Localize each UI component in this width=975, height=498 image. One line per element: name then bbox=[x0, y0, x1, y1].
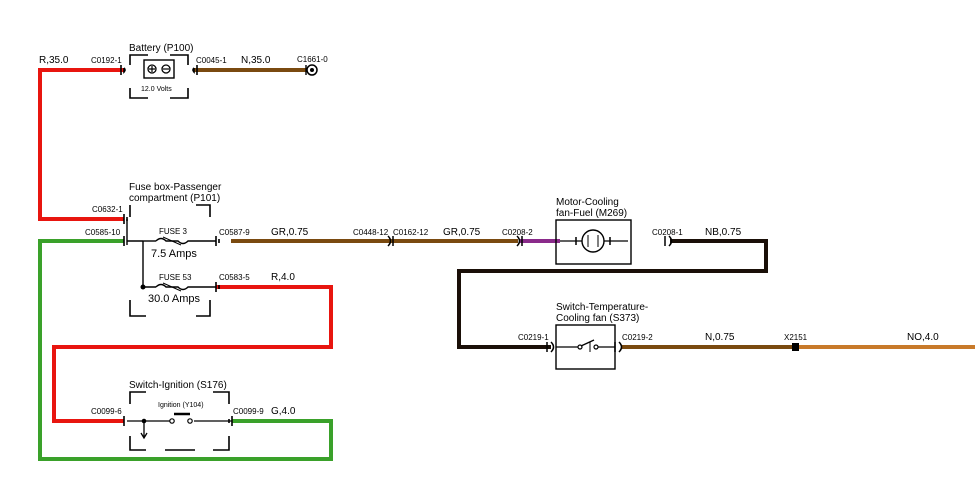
ignition-contact-icon bbox=[169, 418, 175, 424]
motor-title-line1: Motor-Cooling bbox=[556, 197, 619, 208]
label-c0192: C0192-1 bbox=[91, 56, 122, 65]
label-c0583: C0583-5 bbox=[219, 273, 250, 282]
c0099-9-connector bbox=[228, 416, 233, 426]
ignswitch-bracket-top bbox=[129, 391, 230, 404]
c0587-connector bbox=[215, 236, 220, 246]
switch-contact-icon bbox=[577, 344, 583, 350]
ground-arrow-icon bbox=[140, 421, 148, 440]
label-c0219-2: C0219-2 bbox=[622, 333, 653, 342]
tempswitch-title-line2: Cooling fan (S373) bbox=[556, 313, 639, 324]
c0192-connector bbox=[120, 65, 126, 75]
plus-icon bbox=[149, 66, 155, 72]
label-c0208-1: C0208-1 bbox=[652, 228, 683, 237]
label-c0099-6: C0099-6 bbox=[91, 407, 122, 416]
battery-bracket-bottom bbox=[129, 88, 189, 99]
label-c0632: C0632-1 bbox=[92, 205, 123, 214]
battery-minus-terminal bbox=[161, 64, 171, 74]
label-n075: N,0.75 bbox=[705, 332, 735, 343]
c0583-connector bbox=[215, 282, 220, 292]
battery-plus-terminal bbox=[147, 64, 157, 74]
ground-icon bbox=[306, 64, 318, 76]
wire-r35 bbox=[38, 68, 124, 221]
motor-title-line2: fan-Fuel (M269) bbox=[556, 208, 627, 219]
wire-nb075 bbox=[457, 239, 768, 349]
fuse3-name: FUSE 3 bbox=[159, 227, 188, 236]
label-n35: N,35.0 bbox=[241, 55, 271, 66]
tempswitch-title-line1: Switch-Temperature- bbox=[556, 302, 648, 313]
fusebox-title-line1: Fuse box-Passenger bbox=[129, 182, 222, 193]
label-c0219-1: C0219-1 bbox=[518, 333, 549, 342]
label-nb075: NB,0.75 bbox=[705, 227, 742, 238]
label-c0099-9: C0099-9 bbox=[233, 407, 264, 416]
ignswitch-inner-label: Ignition (Y104) bbox=[158, 402, 204, 409]
label-g40: G,4.0 bbox=[271, 406, 296, 417]
label-gr075-b: GR,0.75 bbox=[443, 227, 481, 238]
label-r40: R,4.0 bbox=[271, 272, 295, 283]
battery-symbol bbox=[143, 59, 175, 79]
wire-g40 bbox=[38, 239, 333, 461]
label-r35: R,35.0 bbox=[39, 55, 69, 66]
fuse3-symbol bbox=[155, 237, 216, 245]
fuse3-rating: 7.5 Amps bbox=[151, 248, 197, 260]
battery-rating: 12.0 Volts bbox=[141, 86, 172, 93]
label-c0208-2: C0208-2 bbox=[502, 228, 533, 237]
label-c1661: C1661-0 bbox=[297, 55, 328, 64]
label-c0587: C0587-9 bbox=[219, 228, 250, 237]
c0045-connector bbox=[192, 65, 198, 75]
motor-icon bbox=[581, 229, 605, 253]
fuse53-name: FUSE 53 bbox=[159, 273, 192, 282]
ignswitch-bracket-bottom bbox=[129, 436, 230, 451]
c0208-1-connector bbox=[664, 235, 673, 247]
label-no40: NO,4.0 bbox=[907, 332, 939, 343]
fusebox-title-line2: compartment (P101) bbox=[129, 193, 220, 204]
c0632-connector bbox=[123, 214, 128, 224]
battery-bracket-top bbox=[129, 54, 189, 65]
c0448-c0162-connector bbox=[387, 235, 394, 247]
label-c0162: C0162-12 bbox=[393, 228, 429, 237]
motor-box bbox=[555, 219, 632, 265]
label-c0585: C0585-10 bbox=[85, 228, 121, 237]
fuse53-rating: 30.0 Amps bbox=[148, 293, 200, 305]
fusebox-bracket-top bbox=[129, 204, 211, 217]
c0219-1-connector bbox=[546, 341, 555, 353]
splice-x2151 bbox=[792, 343, 799, 351]
battery-title: Battery (P100) bbox=[129, 43, 193, 54]
wire-r40 bbox=[52, 285, 333, 423]
ignswitch-title: Switch-Ignition (S176) bbox=[129, 380, 227, 391]
label-x2151: X2151 bbox=[784, 333, 808, 342]
label-gr075-a: GR,0.75 bbox=[271, 227, 309, 238]
fuse53-symbol bbox=[155, 283, 216, 291]
label-c0045: C0045-1 bbox=[196, 56, 227, 65]
c0219-2-connector bbox=[614, 341, 623, 353]
c0208-2-connector bbox=[516, 235, 523, 247]
label-c0448: C0448-12 bbox=[353, 228, 389, 237]
fusebox-bracket-bottom bbox=[129, 300, 211, 317]
